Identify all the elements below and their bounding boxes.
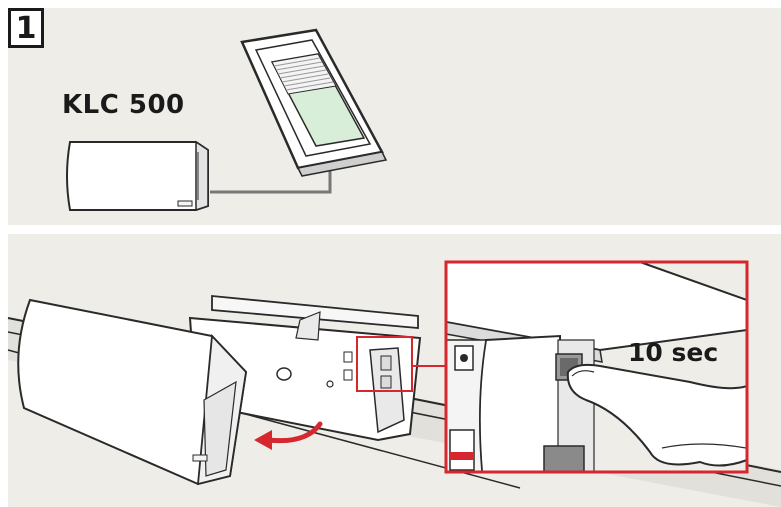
press-duration-label: 10 sec bbox=[628, 338, 718, 367]
step-number-badge: 1 bbox=[8, 8, 44, 48]
zoom-detail bbox=[446, 262, 747, 476]
device-model-label: KLC 500 bbox=[62, 90, 185, 120]
control-unit-icon bbox=[67, 142, 208, 210]
window-icon bbox=[242, 30, 386, 176]
arrow-icon bbox=[254, 424, 320, 450]
